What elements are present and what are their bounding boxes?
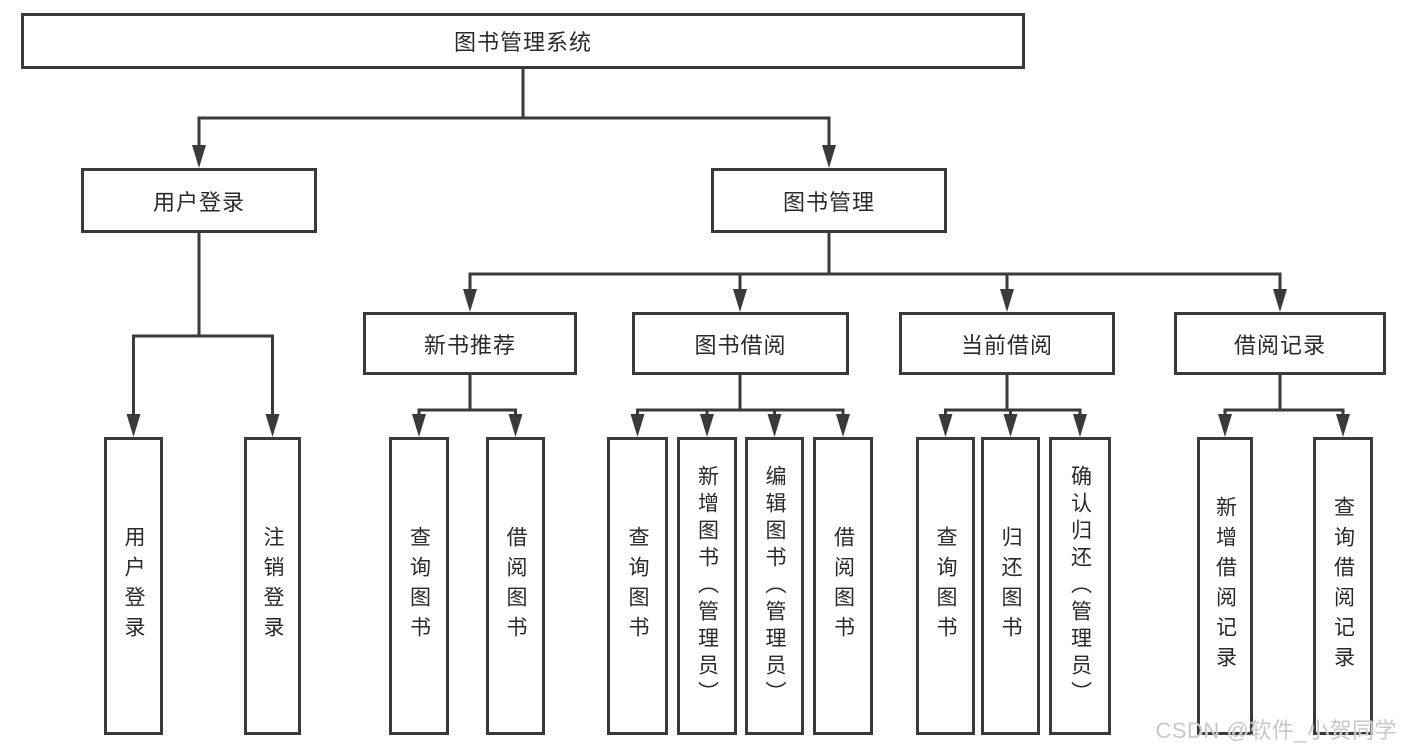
leaf-borrow-book-2-label: 借阅图书: [831, 526, 855, 646]
leaf-user-login: 用户登录: [104, 437, 163, 735]
leaf-query-book-1-label: 查询图书: [407, 526, 431, 646]
leaf-borrow-book-2: 借阅图书: [813, 437, 873, 735]
leaf-edit-book-admin: 编辑图书（管理员）: [745, 437, 804, 735]
node-user-login: 用户登录: [81, 168, 317, 233]
node-root: 图书管理系统: [21, 13, 1025, 69]
leaf-return-book-label: 归还图书: [999, 526, 1022, 646]
leaf-add-borrow-record: 新增借阅记录: [1197, 437, 1253, 735]
leaf-return-book: 归还图书: [981, 437, 1040, 735]
leaf-query-book-3: 查询图书: [916, 437, 975, 735]
leaf-query-book-1: 查询图书: [389, 437, 449, 735]
leaf-query-borrow-record: 查询借阅记录: [1313, 437, 1373, 735]
leaf-confirm-return-admin-label: 确认归还（管理员）: [1068, 464, 1092, 708]
leaf-add-borrow-record-label: 新增借阅记录: [1213, 496, 1237, 676]
leaf-confirm-return-admin: 确认归还（管理员）: [1049, 437, 1111, 735]
leaf-borrow-book-1: 借阅图书: [486, 437, 545, 735]
leaf-query-book-2-label: 查询图书: [626, 526, 649, 646]
leaf-user-login-label: 用户登录: [122, 526, 145, 646]
leaf-add-book-admin: 新增图书（管理员）: [677, 437, 737, 735]
leaf-logout-label: 注销登录: [261, 526, 284, 646]
csdn-watermark: CSDN @软件_小贺同学: [1155, 718, 1397, 743]
leaf-query-borrow-record-label: 查询借阅记录: [1331, 496, 1355, 676]
leaf-query-book-2: 查询图书: [607, 437, 668, 735]
leaf-logout: 注销登录: [244, 437, 301, 735]
leaf-add-book-admin-label: 新增图书（管理员）: [695, 464, 719, 708]
leaf-edit-book-admin-label: 编辑图书（管理员）: [763, 464, 786, 708]
node-new-book-recommend: 新书推荐: [363, 312, 577, 375]
node-book-borrow: 图书借阅: [632, 312, 849, 375]
leaf-borrow-book-1-label: 借阅图书: [504, 526, 527, 646]
leaf-query-book-3-label: 查询图书: [934, 526, 957, 646]
node-book-management: 图书管理: [711, 168, 947, 233]
node-current-borrow: 当前借阅: [899, 312, 1115, 375]
node-borrow-record: 借阅记录: [1174, 312, 1386, 375]
